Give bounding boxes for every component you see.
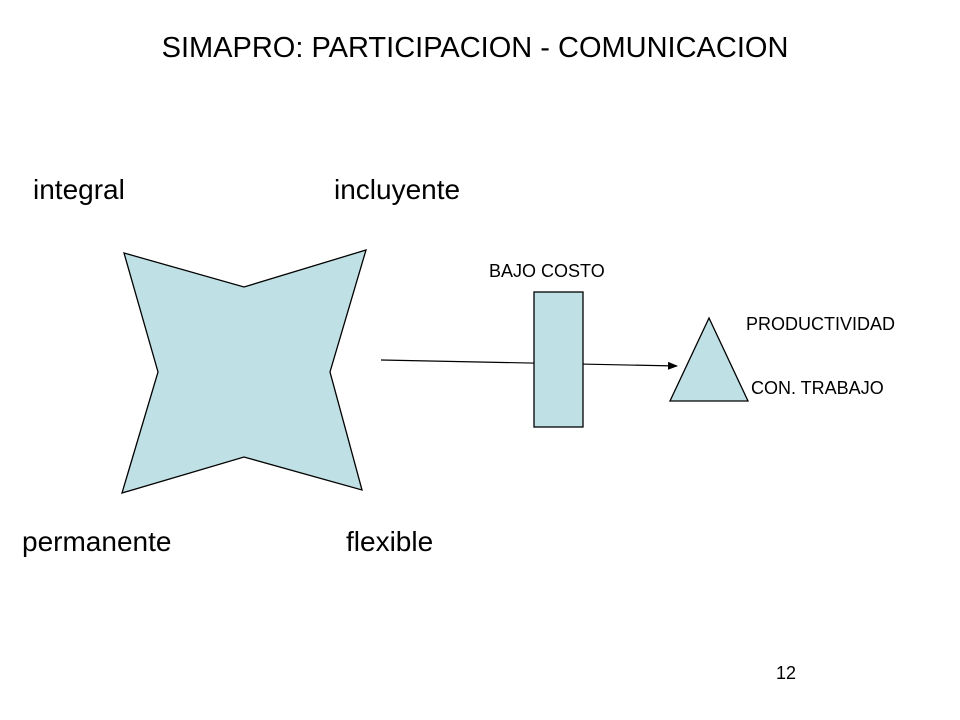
label-permanente: permanente — [22, 526, 172, 557]
label-con-trabajo: CON. TRABAJO — [751, 378, 884, 398]
cost-bar — [533, 291, 584, 428]
label-flexible: flexible — [346, 526, 434, 557]
flow-arrow — [380, 359, 678, 370]
label-productividad: PRODUCTIVIDAD — [746, 314, 896, 334]
result-triangle — [668, 316, 750, 402]
four-point-star-shape — [121, 249, 367, 494]
label-incluyente: incluyente — [334, 174, 461, 205]
page-number: 12 — [776, 663, 797, 683]
slide-title: SIMAPRO: PARTICIPACION - COMUNICACION — [161, 32, 789, 64]
label-bajo-costo: BAJO COSTO — [489, 261, 605, 281]
label-integral: integral — [33, 174, 125, 205]
